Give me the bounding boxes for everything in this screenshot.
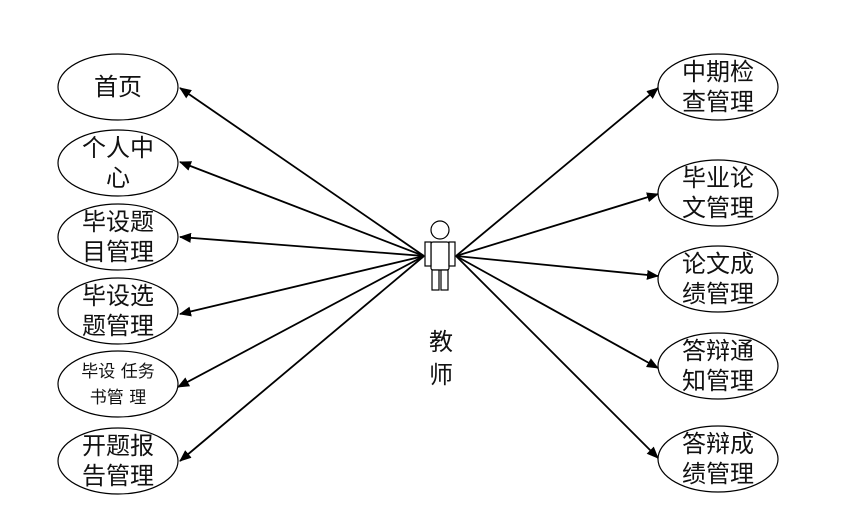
association-arrow-uc-defense-notice-mgmt: [455, 255, 659, 369]
association-arrow-uc-thesis-grade-mgmt: [455, 255, 659, 280]
use-case-label-line: 绩管理: [682, 460, 754, 488]
use-case-label-line: 答辩通: [682, 337, 754, 365]
person-icon: [424, 220, 456, 291]
use-case-label-line: 题管理: [82, 312, 154, 340]
actor-name-line-2: 师: [429, 361, 453, 389]
use-case-ellipse: [657, 53, 779, 121]
association-arrow-uc-defense-grade-mgmt: [455, 255, 659, 459]
use-case-label-line: 中期检: [682, 58, 754, 86]
use-case-ellipse: [657, 245, 779, 313]
use-case-label-line: 知管理: [682, 367, 754, 395]
association-arrow-uc-proposal-report-mgmt: [179, 255, 425, 462]
actor-teacher: 教 师: [424, 220, 456, 389]
association-arrow-uc-topic-mgmt: [179, 232, 425, 257]
actor-name-line-1: 教: [429, 328, 453, 356]
use-case-label-line: 毕业论: [682, 164, 754, 192]
use-case-ellipse: [57, 53, 179, 121]
use-case-ellipse: [57, 129, 179, 197]
association-arrow-uc-personal-center: [179, 161, 425, 257]
association-arrow-uc-task-book-mgmt: [177, 255, 425, 388]
use-case-ellipse: [657, 425, 779, 493]
use-case-label-line: 论文成: [682, 250, 754, 278]
use-case-ellipse: [57, 350, 179, 418]
use-case-label-line: 毕设题: [82, 208, 154, 236]
association-arrow-uc-midterm-check-mgmt: [455, 87, 659, 257]
use-case-label-line: 目管理: [82, 238, 154, 266]
use-case-ellipse: [657, 159, 779, 227]
use-case-label-line: 毕设 任务: [81, 362, 154, 382]
use-case-label-line: 书管 理: [90, 388, 146, 408]
use-case-label-line: 绩管理: [682, 280, 754, 308]
association-arrow-uc-home: [179, 87, 425, 257]
use-case-label-line: 心: [106, 164, 130, 192]
use-case-label-line: 首页: [94, 73, 142, 101]
use-case-ellipse: [657, 332, 779, 400]
association-arrow-uc-topic-selection-mgmt: [179, 255, 425, 317]
use-case-label-line: 毕设选: [82, 282, 154, 310]
associations: [177, 87, 659, 462]
use-case-label-line: 告管理: [82, 462, 154, 490]
use-case-label-line: 答辩成: [682, 430, 754, 458]
use-case-ellipse: [57, 427, 179, 495]
use-case-ellipse: [57, 277, 179, 345]
use-case-label-line: 个人中: [82, 134, 154, 162]
use-case-uc-home: 首页: [57, 53, 179, 121]
use-case-label-line: 文管理: [682, 194, 754, 222]
use-case-label-line: 开题报: [82, 432, 154, 460]
use-case-label-line: 查管理: [682, 88, 754, 116]
association-arrow-uc-thesis-mgmt: [455, 192, 659, 257]
use-case-ellipse: [57, 203, 179, 271]
